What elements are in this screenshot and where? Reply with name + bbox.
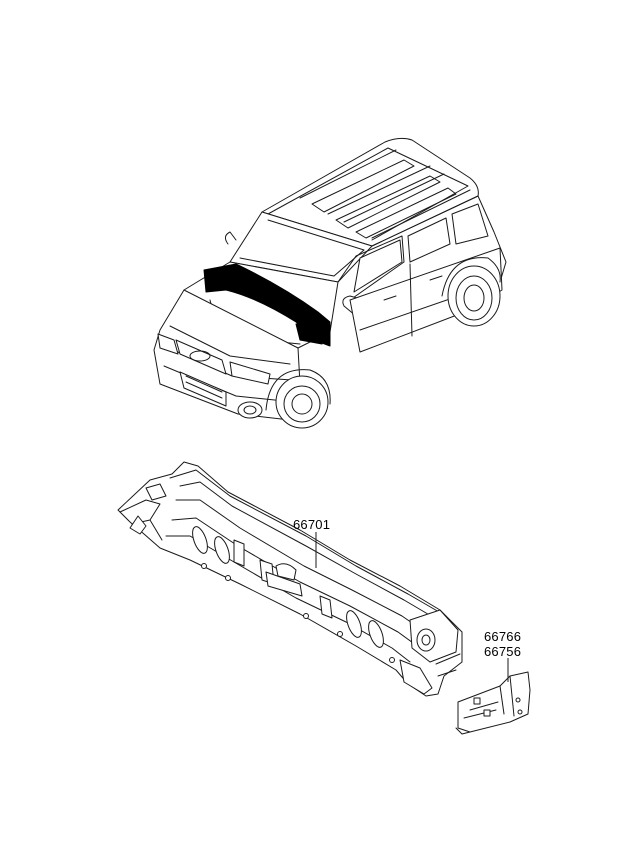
vehicle-illustration xyxy=(153,137,507,429)
callout-66701: 66701 xyxy=(293,517,331,532)
callout-66756: 66756 xyxy=(484,644,522,659)
cowl-panel-assembly xyxy=(117,461,463,697)
callout-66766: 66766 xyxy=(484,629,522,644)
side-bracket xyxy=(455,671,531,735)
leader-lines xyxy=(315,532,509,682)
